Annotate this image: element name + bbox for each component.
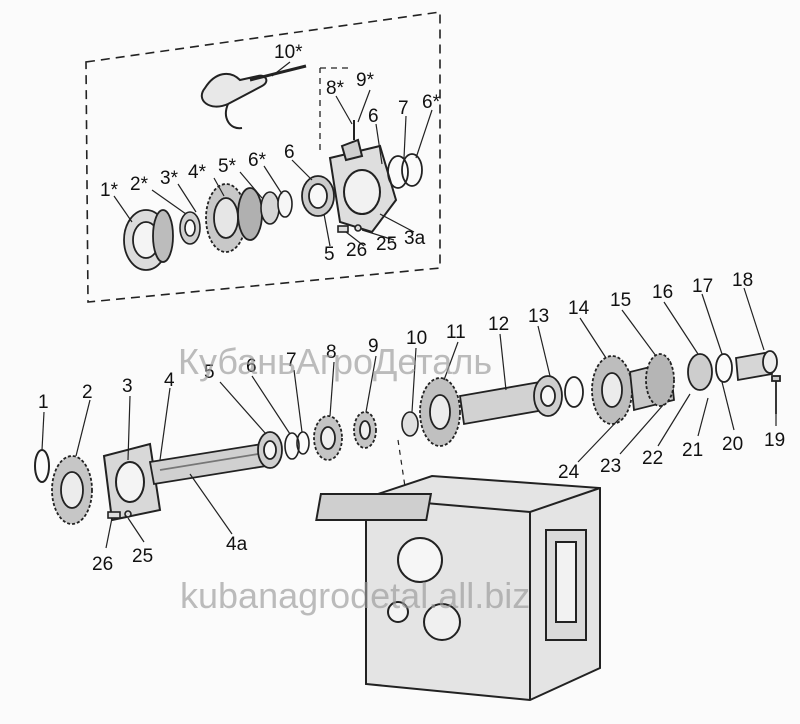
inset-bolt-26 — [337, 224, 362, 233]
snap-ring-1 — [34, 449, 50, 483]
bolt-19 — [771, 375, 781, 414]
inset-part-label: 3a — [404, 228, 426, 249]
part-label: 7 — [286, 350, 297, 371]
bushing-10 — [401, 411, 419, 437]
part-label: 12 — [488, 314, 509, 335]
gear-8 — [313, 415, 343, 461]
part-label: 24 — [558, 462, 580, 483]
inset-part-label: 6 — [284, 142, 295, 163]
part-label: 5 — [204, 362, 215, 383]
inset-part-label: 4* — [188, 162, 207, 183]
part-label: 25 — [132, 546, 153, 567]
gear-2 — [51, 455, 93, 525]
flange-18 — [735, 350, 778, 382]
inset-gear-1star — [123, 209, 174, 271]
inset-part-label: 25 — [376, 234, 397, 255]
inset-part-label: 26 — [346, 240, 367, 261]
rings-6-7 — [284, 431, 310, 460]
gearbox-housing — [315, 474, 601, 702]
part-label: 10 — [406, 328, 427, 349]
part-label: 8 — [326, 342, 337, 363]
inset-shift-fork — [200, 64, 307, 130]
shaft-4 — [148, 442, 268, 486]
inset-part-label: 1* — [100, 180, 119, 201]
bolt-26-25 — [107, 510, 132, 519]
inset-bearing-6 — [301, 175, 335, 217]
part-label: 15 — [610, 290, 631, 311]
part-label: 4 — [164, 370, 175, 391]
inset-part-label: 10* — [274, 42, 303, 63]
bearing-13 — [533, 375, 584, 417]
inset-part-label: 3* — [160, 168, 179, 189]
part-label: 3 — [122, 376, 133, 397]
inset-rings-6-7 — [387, 153, 423, 189]
inset-gear-4star — [205, 183, 263, 253]
part-label: 14 — [568, 298, 590, 319]
inset-part-label: 8* — [326, 78, 345, 99]
part-label: 20 — [722, 434, 743, 455]
part-label: 22 — [642, 448, 663, 469]
inset-part-label: 5 — [324, 244, 335, 265]
part-label: 2 — [82, 382, 93, 403]
part-label: 13 — [528, 306, 549, 327]
watermark-top: КубаньАгроДеталь — [178, 341, 492, 382]
inset-gear-2star — [179, 211, 201, 245]
inset-part-label: 6* — [422, 92, 441, 113]
inset-part-label: 9* — [356, 70, 375, 91]
watermark-bottom: kubanagrodetal.all.biz — [180, 575, 530, 616]
part-label: 16 — [652, 282, 673, 303]
part-label: 26 — [92, 554, 113, 575]
shaft-12 — [458, 380, 546, 426]
bearing-5 — [257, 431, 283, 469]
part-label: 4a — [226, 534, 248, 555]
part-label: 1 — [38, 392, 49, 413]
inset-housing-3a — [328, 120, 398, 234]
part-label: 21 — [682, 440, 703, 461]
gear-15 — [629, 353, 675, 412]
gear-11 — [419, 377, 461, 447]
dashed-link-line — [397, 439, 411, 521]
part-label: 6 — [246, 356, 257, 377]
cover-3 — [102, 442, 162, 522]
leader-lines — [41, 61, 777, 549]
inset-part-label: 2* — [130, 174, 149, 195]
part-label: 19 — [764, 430, 785, 451]
part-label: 11 — [446, 322, 466, 343]
bearing-16-17 — [687, 353, 733, 391]
inset-bearing-5star — [260, 190, 293, 225]
part-label: 23 — [600, 456, 621, 477]
inset-part-label: 5* — [218, 156, 237, 177]
inset-part-label: 7 — [398, 98, 409, 119]
part-label: 17 — [692, 276, 713, 297]
part-label: 18 — [732, 270, 753, 291]
gear-9 — [353, 411, 377, 449]
inset-part-label: 6* — [248, 150, 267, 171]
part-label: 9 — [368, 336, 379, 357]
gear-14 — [591, 355, 633, 425]
inset-part-label: 6 — [368, 106, 379, 127]
